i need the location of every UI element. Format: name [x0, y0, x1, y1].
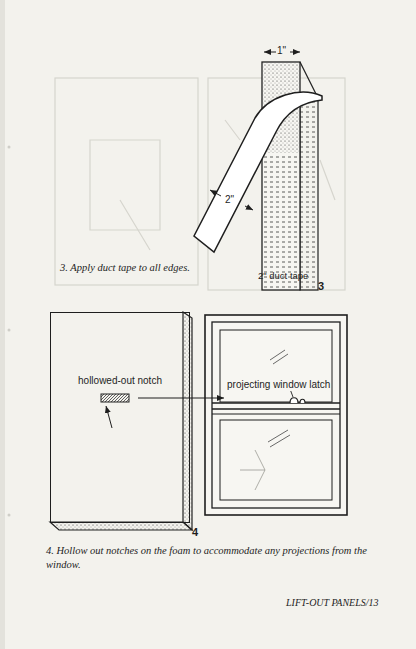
- step-caption: 4. Hollow out notches on the foam to acc…: [46, 544, 380, 572]
- foam-panel: hollowed-out notch: [50, 312, 190, 523]
- dimension-label: 2": [224, 194, 235, 206]
- step-caption: 3. Apply duct tape to all edges.: [60, 262, 190, 275]
- part-label: projecting window latch: [226, 379, 331, 391]
- part-label: 2" duct tape: [258, 270, 308, 281]
- figure-number: 3: [318, 280, 324, 293]
- part-label: hollowed-out notch: [51, 375, 189, 386]
- dimension-label: 1": [277, 45, 286, 57]
- figure-number: 4: [192, 526, 198, 539]
- page-footer: LIFT-OUT PANELS/13: [286, 597, 379, 609]
